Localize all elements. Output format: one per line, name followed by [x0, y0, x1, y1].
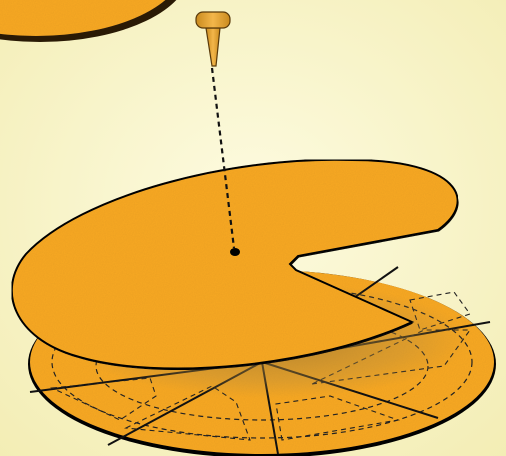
pivot-hole-icon [230, 248, 240, 256]
